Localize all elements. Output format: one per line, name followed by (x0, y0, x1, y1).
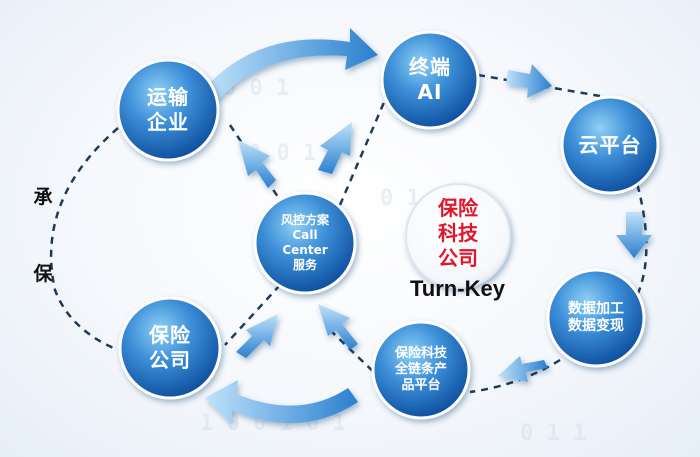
node-chain-circle (371, 320, 471, 420)
svg-text:0 1 1: 0 1 1 (520, 421, 586, 446)
curved-arrow-top (205, 28, 378, 100)
center-company-line2: 科技 (438, 221, 478, 245)
node-data-circle (546, 268, 646, 368)
side-label-char2: 保 (33, 263, 53, 285)
node-cloud-circle (560, 95, 660, 195)
node-company-circle (405, 183, 511, 289)
turnkey-label: Turn-Key (410, 276, 505, 301)
side-label: 承 保 (28, 182, 58, 286)
node-risk-circle (253, 191, 357, 295)
center-company-line1: 保险 (438, 196, 478, 220)
curved-arrow-bottom (205, 380, 358, 424)
node-transport-circle (116, 58, 220, 162)
small-arrows (236, 64, 652, 382)
center-company-line3: 公司 (438, 246, 478, 270)
center-company-label: 保险 科技 公司 (408, 196, 508, 271)
side-label-char1: 承 (33, 186, 53, 208)
node-terminal-circle (380, 30, 480, 130)
node-insurer-circle (118, 296, 222, 400)
